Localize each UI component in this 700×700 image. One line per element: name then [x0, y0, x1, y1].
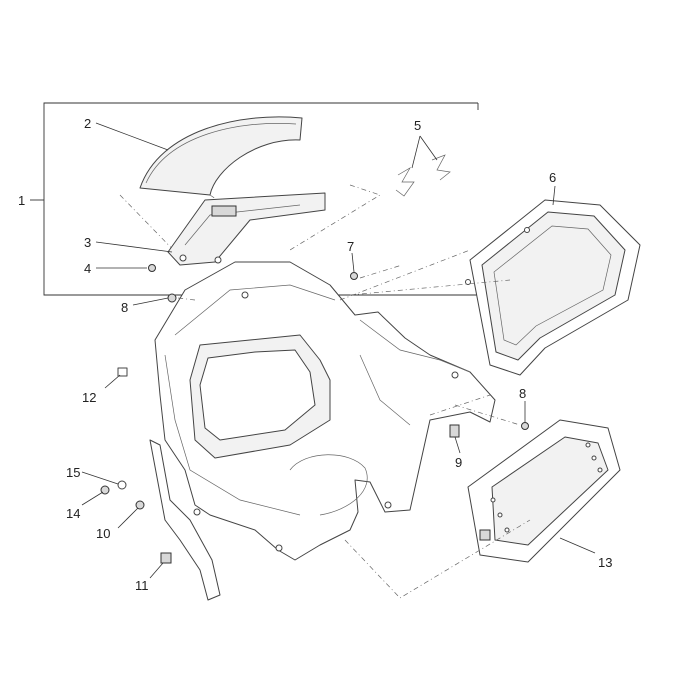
clip-12: [117, 367, 128, 377]
screw-7: [350, 272, 358, 280]
washer-15: [117, 480, 127, 490]
callout-3: 3: [84, 235, 91, 250]
callout-8a: 8: [121, 300, 128, 315]
clip-11: [160, 552, 172, 564]
callout-6: 6: [549, 170, 556, 185]
nut-8a: [167, 293, 177, 303]
clip-9: [449, 424, 460, 438]
assembly-lines: [177, 184, 531, 599]
front-shield-housing: [149, 261, 496, 601]
screw-10: [135, 500, 145, 510]
callout-15: 15: [66, 465, 80, 480]
callout-14: 14: [66, 506, 80, 521]
instrument-frame-part: [465, 199, 641, 376]
spring-clips-part: [395, 154, 451, 197]
callouts: 1 2 3 4 5 6 7 8 8 9 10 11 12 13 14 15: [18, 116, 612, 593]
callout-1: 1: [18, 193, 25, 208]
callout-12: 12: [82, 390, 96, 405]
callout-13: 13: [598, 555, 612, 570]
hardware-parts: [100, 264, 529, 564]
callout-10: 10: [96, 526, 110, 541]
inner-cover-part: [167, 192, 326, 266]
callout-11: 11: [135, 578, 149, 593]
callout-2: 2: [84, 116, 91, 131]
callout-4: 4: [84, 261, 91, 276]
callout-8b: 8: [519, 386, 526, 401]
top-cover-part: [119, 116, 303, 263]
screw-4: [148, 264, 156, 272]
nut-8b: [521, 422, 529, 430]
callout-5: 5: [414, 118, 421, 133]
callout-9: 9: [455, 455, 462, 470]
display-unit-part: [467, 419, 621, 563]
callout-7: 7: [347, 239, 354, 254]
